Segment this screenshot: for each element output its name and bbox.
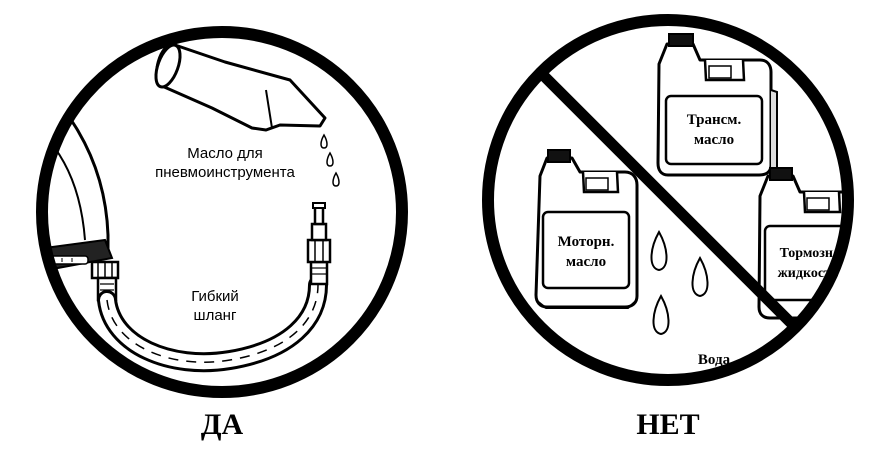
yes-caption: ДА bbox=[152, 408, 292, 442]
transmission-label-line1: Трансм. bbox=[668, 110, 760, 130]
brake-label-line2: жидкость bbox=[766, 264, 850, 284]
transmission-oil-label: Трансм. масло bbox=[668, 110, 760, 150]
oil-label-line1: Масло для bbox=[140, 144, 310, 163]
hose-label: Гибкий шланг bbox=[170, 287, 260, 325]
hose-label-line1: Гибкий bbox=[170, 287, 260, 306]
oil-drops-icon bbox=[321, 135, 339, 186]
water-label: Вода bbox=[684, 350, 744, 370]
brake-fluid-label: Тормозн. жидкость bbox=[766, 244, 850, 284]
motor-oil-jug-icon bbox=[536, 150, 637, 308]
motor-label-line1: Моторн. bbox=[545, 232, 627, 252]
yes-panel bbox=[20, 32, 402, 392]
motor-oil-label: Моторн. масло bbox=[545, 232, 627, 272]
transmission-oil-jug-icon bbox=[658, 34, 777, 175]
oil-label: Масло для пневмоинструмента bbox=[140, 144, 310, 182]
hose-label-line2: шланг bbox=[170, 306, 260, 325]
quick-coupler-icon bbox=[308, 203, 330, 284]
no-caption: НЕТ bbox=[598, 408, 738, 442]
motor-label-line2: масло bbox=[545, 252, 627, 272]
no-panel bbox=[488, 20, 858, 380]
air-tool-icon bbox=[20, 60, 112, 272]
oil-label-line2: пневмоинструмента bbox=[140, 163, 310, 182]
brake-label-line1: Тормозн. bbox=[766, 244, 850, 264]
water-drops-icon bbox=[651, 232, 707, 334]
transmission-label-line2: масло bbox=[668, 130, 760, 150]
